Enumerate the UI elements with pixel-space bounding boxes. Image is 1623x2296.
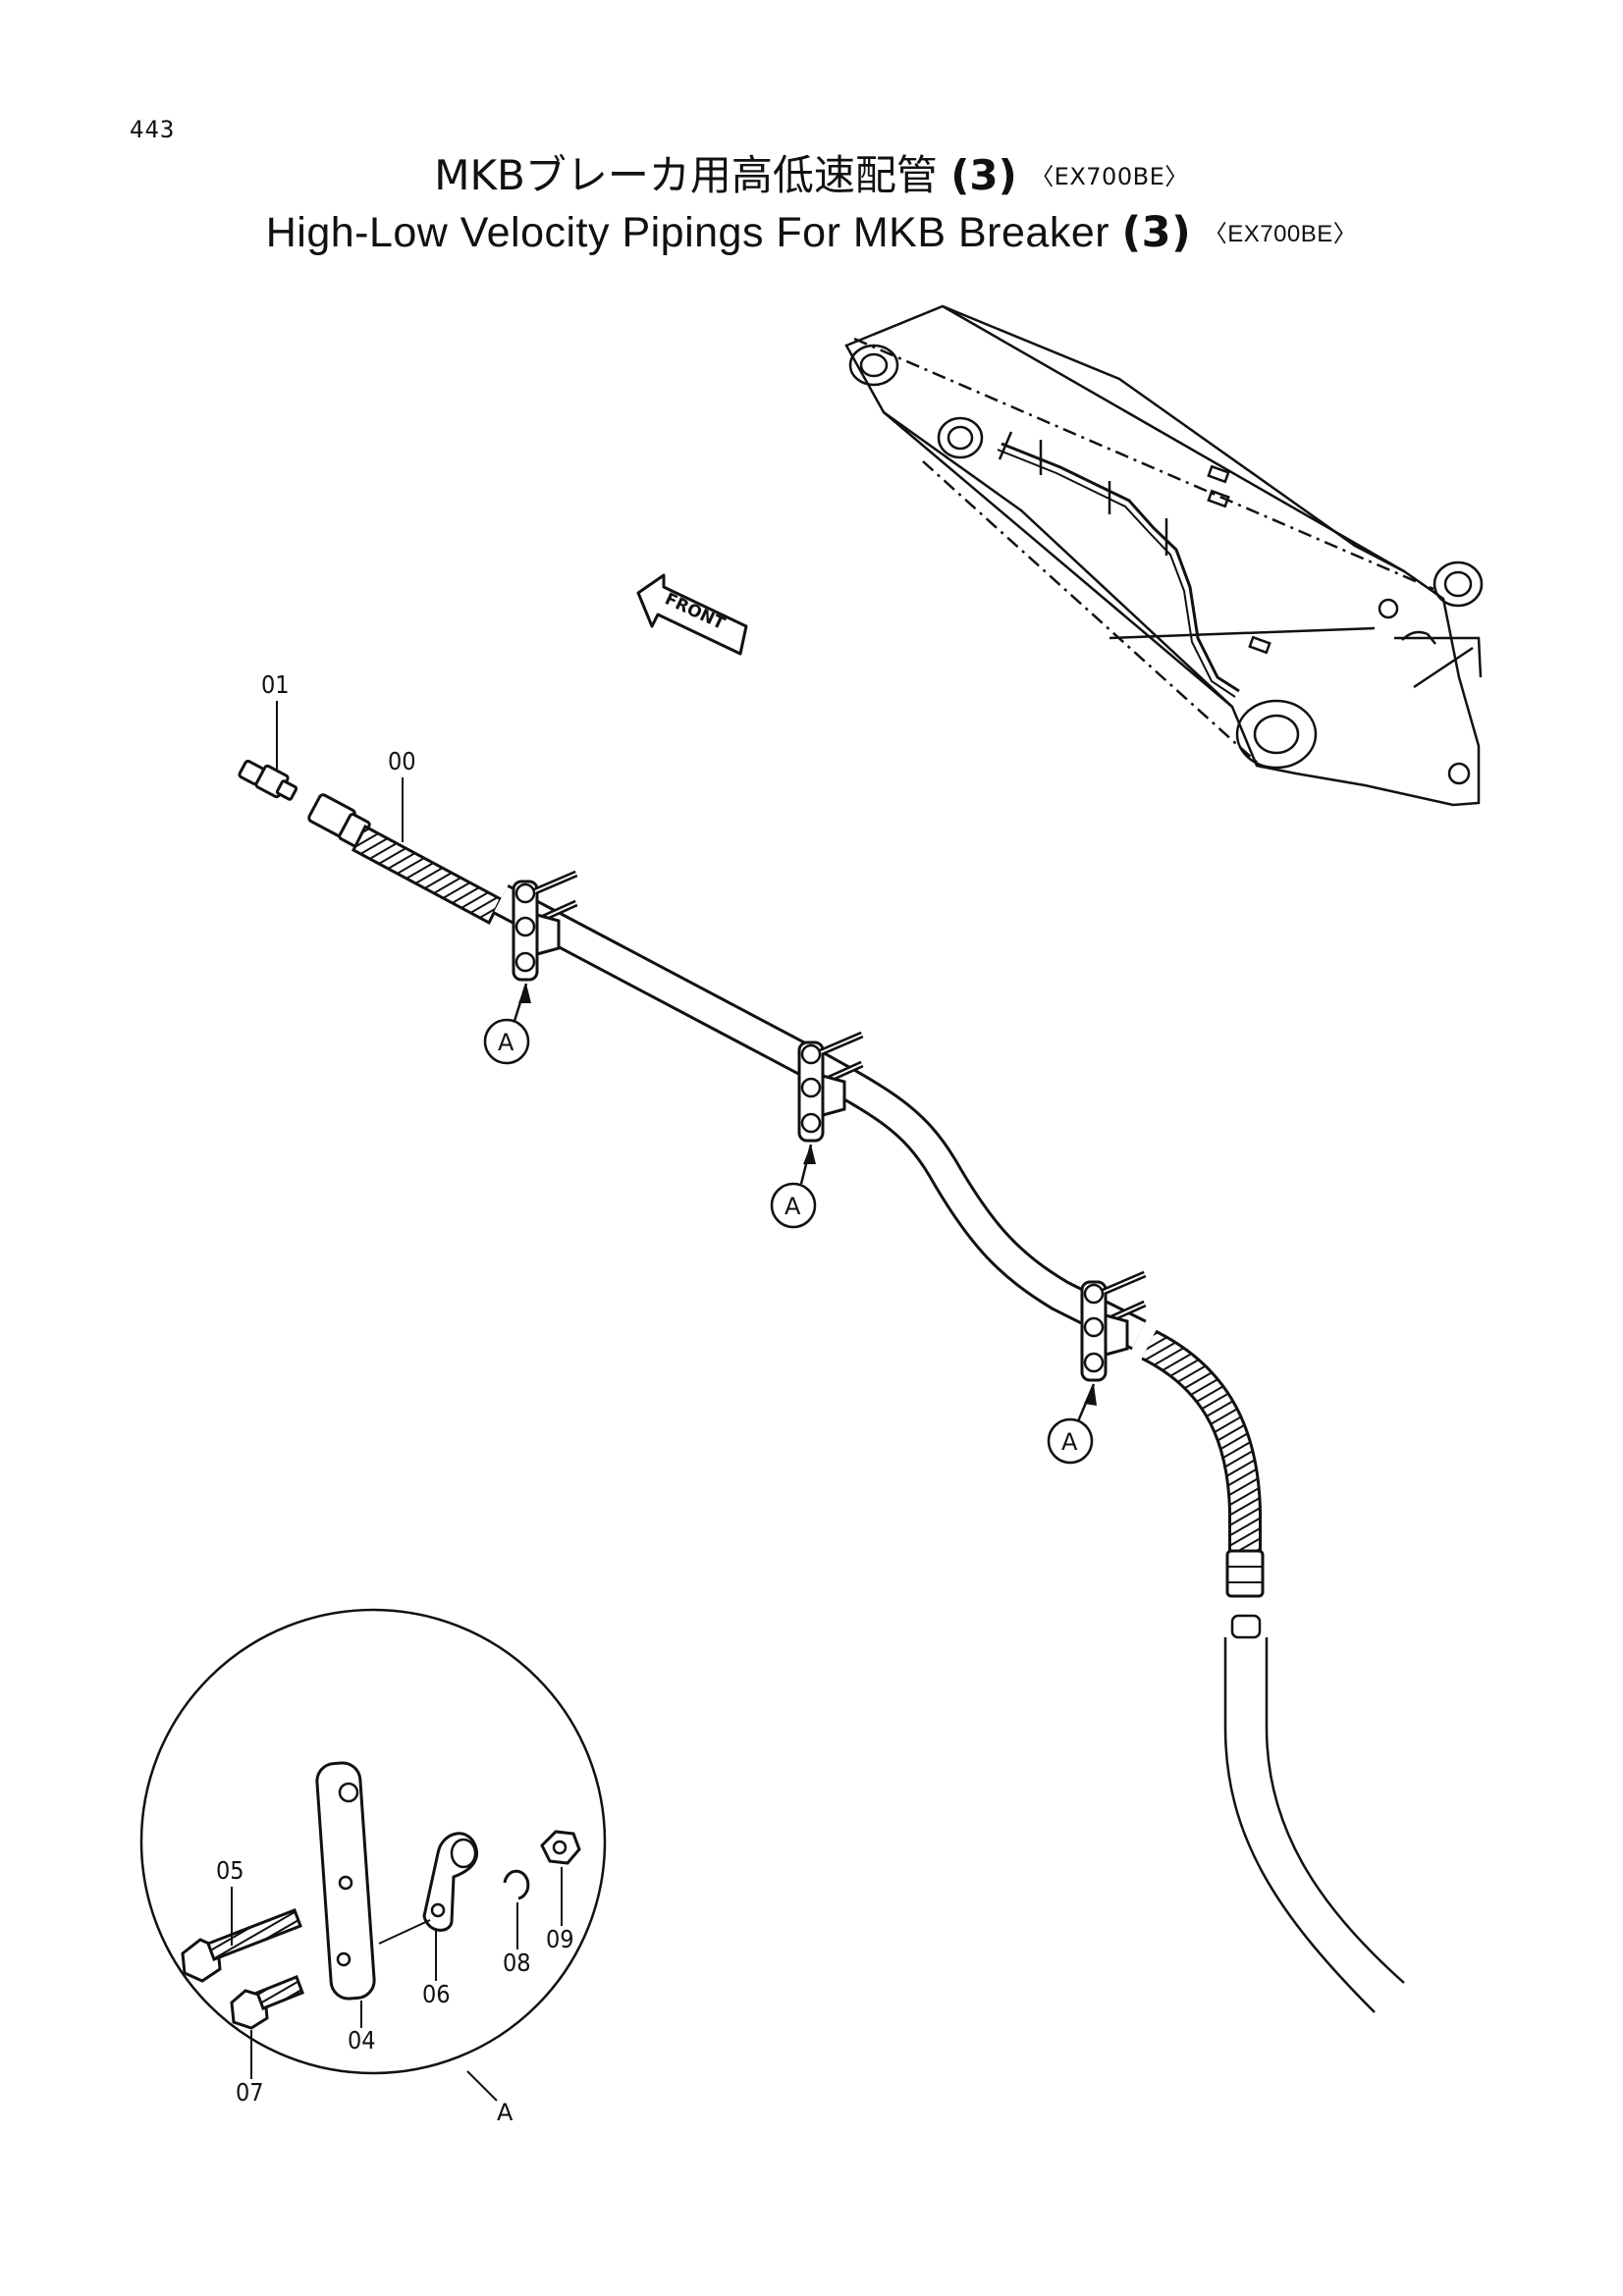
label-00: 00 bbox=[388, 747, 416, 842]
svg-text:05: 05 bbox=[216, 1856, 244, 1885]
high-low-velocity-pipe bbox=[238, 759, 1405, 2013]
mating-hose bbox=[1223, 1614, 1405, 2013]
detail-a-label: A bbox=[497, 2099, 514, 2126]
hose-part-00 bbox=[307, 793, 503, 926]
label-01: 01 bbox=[261, 670, 290, 772]
front-direction-arrow: FRONT bbox=[636, 573, 748, 656]
callout-a-1-letter: A bbox=[498, 1029, 514, 1056]
boom-outline bbox=[844, 304, 1484, 807]
title-en-text: High-Low Velocity Pipings For MKB Breake… bbox=[265, 209, 1110, 256]
svg-text:04: 04 bbox=[348, 2026, 376, 2055]
title-en-number: (3) bbox=[1121, 208, 1192, 257]
page-number: 443 bbox=[130, 116, 176, 143]
page-title-japanese: MKBブレーカ用高低速配管 (3) 〈EX700BE〉 bbox=[0, 142, 1623, 202]
label-05: 05 bbox=[216, 1856, 244, 1946]
svg-text:01: 01 bbox=[261, 670, 290, 699]
title-en-model: 〈EX700BE〉 bbox=[1203, 221, 1358, 247]
svg-text:00: 00 bbox=[388, 747, 416, 775]
title-ja-number: (3) bbox=[950, 151, 1017, 199]
title-ja-text: MKBブレーカ用高低速配管 bbox=[434, 151, 938, 199]
svg-text:07: 07 bbox=[236, 2078, 264, 2107]
label-09: 09 bbox=[546, 1867, 574, 1953]
callout-a-3-letter: A bbox=[1061, 1428, 1078, 1456]
callout-a-2: A bbox=[770, 1144, 817, 1229]
label-04: 04 bbox=[348, 2001, 376, 2055]
svg-text:08: 08 bbox=[503, 1949, 531, 1977]
page-title-english: High-Low Velocity Pipings For MKB Breake… bbox=[0, 208, 1623, 257]
callout-a-3: A bbox=[1047, 1383, 1097, 1465]
svg-text:06: 06 bbox=[422, 1980, 451, 2008]
label-07: 07 bbox=[236, 2030, 264, 2107]
label-06: 06 bbox=[422, 1930, 451, 2008]
callout-a-1: A bbox=[483, 983, 531, 1065]
label-08: 08 bbox=[503, 1902, 531, 1977]
svg-text:09: 09 bbox=[546, 1925, 574, 1953]
title-ja-model: 〈EX700BE〉 bbox=[1030, 163, 1189, 190]
fitting-part-01 bbox=[238, 759, 298, 801]
detail-view-a: 05 04 06 07 08 09 bbox=[139, 1608, 607, 2126]
callout-a-2-letter: A bbox=[784, 1193, 801, 1220]
